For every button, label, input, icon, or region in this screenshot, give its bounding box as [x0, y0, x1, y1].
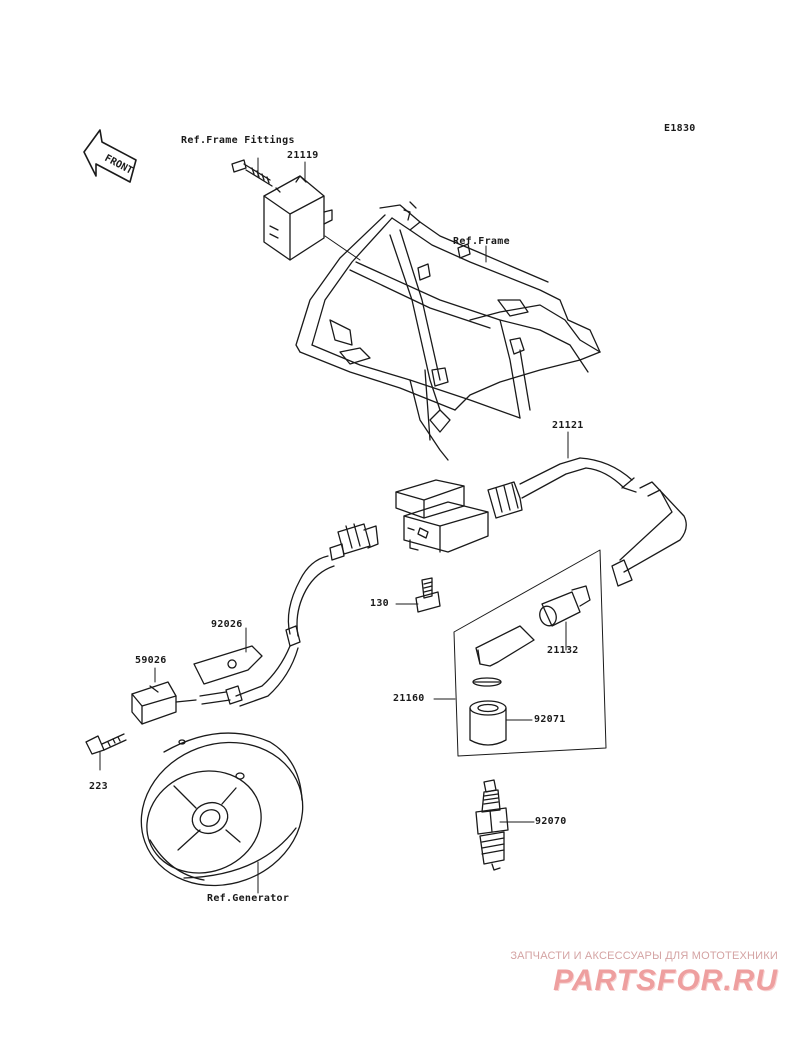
- part-21119-label: 21119: [287, 150, 319, 161]
- frame-illustration: [295, 201, 601, 461]
- diagram-code-label: E1830: [664, 123, 696, 134]
- part-59026-label: 59026: [135, 655, 167, 666]
- cdi-unit-21119: [263, 175, 333, 261]
- part-130-label: 130: [370, 598, 389, 609]
- flywheel-rotor: [140, 732, 304, 887]
- part-21132-label: 21132: [547, 645, 579, 656]
- front-arrow-icon: FRONT: [83, 129, 137, 183]
- part-21121-label: 21121: [552, 420, 584, 431]
- plug-cap: [472, 625, 535, 687]
- clip-59026: [131, 681, 197, 725]
- part-223-label: 223: [89, 781, 108, 792]
- ref-generator-label: Ref.Generator: [207, 893, 290, 904]
- watermark-tagline: ЗАПЧАСТИ И АКСЕССУАРЫ ДЛЯ МОТОТЕХНИКИ: [510, 950, 778, 962]
- ref-frame-label: Ref.Frame: [453, 236, 510, 247]
- watermark-logo: PARTSFOR.RU: [553, 964, 778, 997]
- part-92070-label: 92070: [535, 816, 567, 827]
- screw-130: [415, 577, 441, 613]
- part-21160-label: 21160: [393, 693, 425, 704]
- part-92071-label: 92071: [534, 714, 566, 725]
- part-92026-label: 92026: [211, 619, 243, 630]
- leader-lines: [99, 157, 569, 894]
- wire-harness-92026: [193, 523, 379, 707]
- cap-92071: [469, 700, 507, 746]
- spark-plug-92070: [475, 779, 509, 871]
- seal-21132: [539, 585, 591, 627]
- ref-frame-fittings-label: Ref.Frame Fittings: [181, 135, 295, 146]
- bolt-21119: [231, 159, 273, 187]
- bolt-223: [85, 733, 127, 755]
- ignition-coil-21121: [395, 457, 687, 587]
- plug-cap-group-box: [453, 549, 607, 757]
